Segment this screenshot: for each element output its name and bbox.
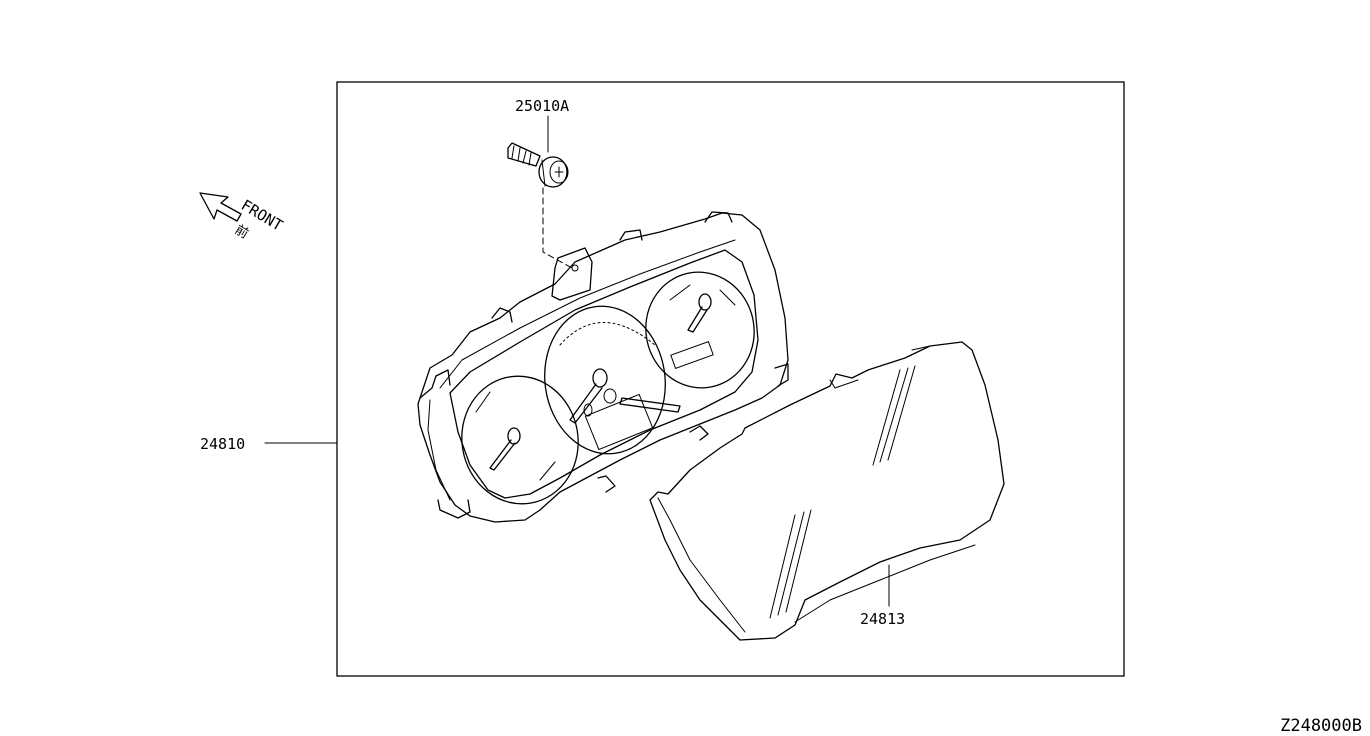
diagram-code: Z248000B [1280,716,1362,736]
cluster-lens-part: 24813 [649,341,1005,641]
meter-cluster-part: 24810 [200,211,789,523]
diagram-frame [336,81,1125,677]
part-label-24810: 24810 [200,435,245,453]
screw-part: 25010A [507,97,573,269]
part-label-24813: 24813 [860,610,905,628]
front-kanji: 前 [232,222,251,242]
front-arrow-icon [199,192,242,222]
front-direction-indicator: FRONT 前 [199,192,286,242]
part-label-25010A: 25010A [515,97,569,115]
